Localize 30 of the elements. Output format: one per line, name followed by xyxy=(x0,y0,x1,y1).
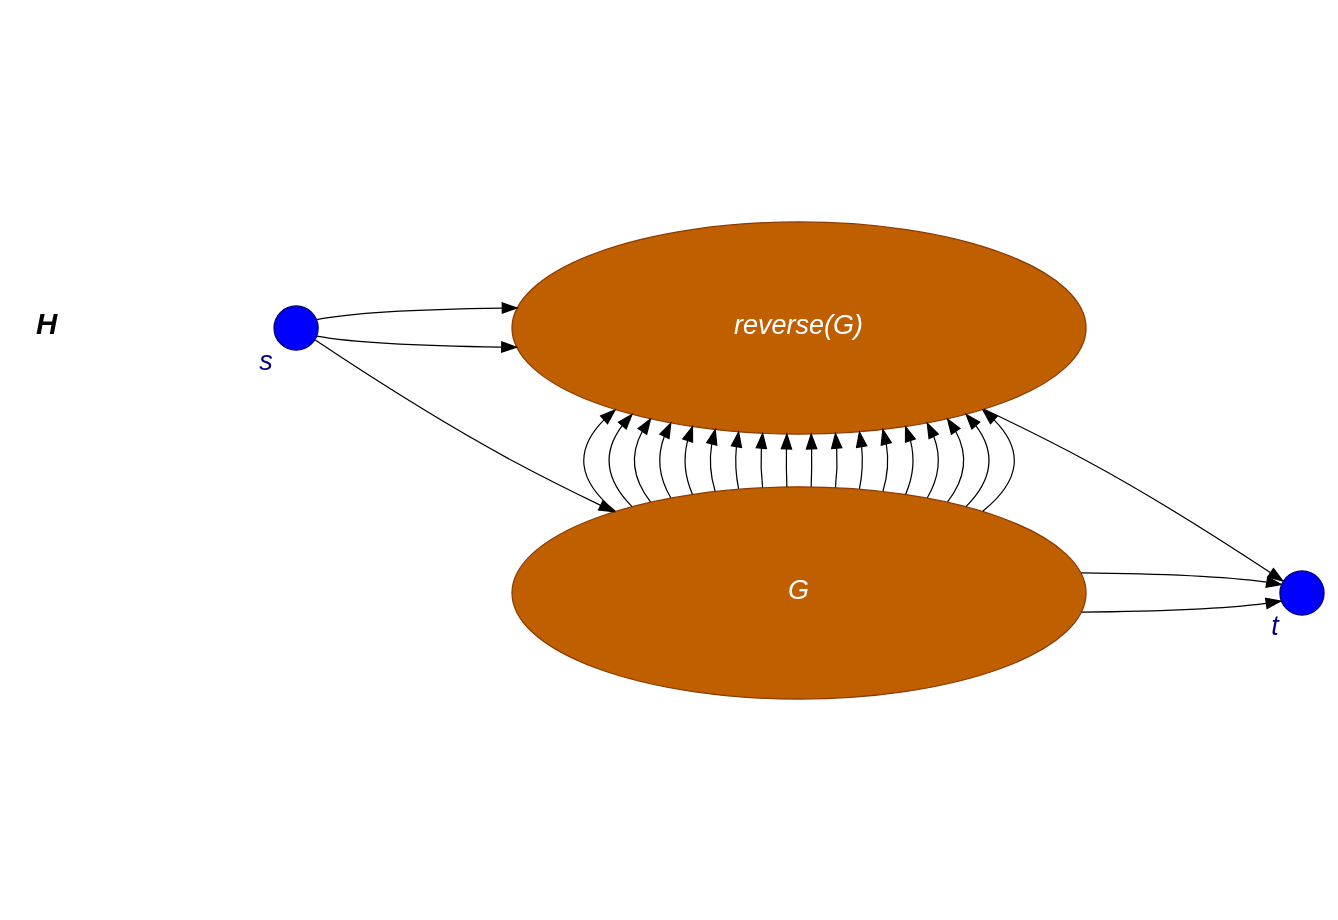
arrow xyxy=(658,421,672,498)
node-circle xyxy=(1279,569,1325,616)
arrow xyxy=(964,412,990,507)
arrow xyxy=(705,427,718,492)
arrow xyxy=(1080,597,1283,613)
node-ellipse: G xyxy=(511,485,1087,700)
arrow xyxy=(830,431,843,488)
arrow xyxy=(855,429,868,490)
arrow xyxy=(805,431,818,487)
arrow xyxy=(583,408,617,512)
node-label: t xyxy=(1271,610,1279,641)
label: H xyxy=(36,306,58,340)
arrow xyxy=(316,301,519,320)
arrow xyxy=(730,429,743,490)
arrow xyxy=(314,339,616,512)
arrow xyxy=(946,417,965,502)
arrow xyxy=(608,412,634,507)
arrow xyxy=(926,421,940,498)
node-circle xyxy=(273,304,319,351)
arrow xyxy=(780,431,793,487)
arrow xyxy=(983,408,1285,582)
arrow xyxy=(681,424,694,495)
arrow xyxy=(880,427,893,492)
arrow xyxy=(1080,571,1284,588)
node-label: s xyxy=(259,345,273,376)
arrow xyxy=(981,408,1015,512)
arrow xyxy=(633,417,652,502)
arrow xyxy=(316,335,519,353)
arrow xyxy=(904,424,917,495)
arrow xyxy=(755,431,768,488)
